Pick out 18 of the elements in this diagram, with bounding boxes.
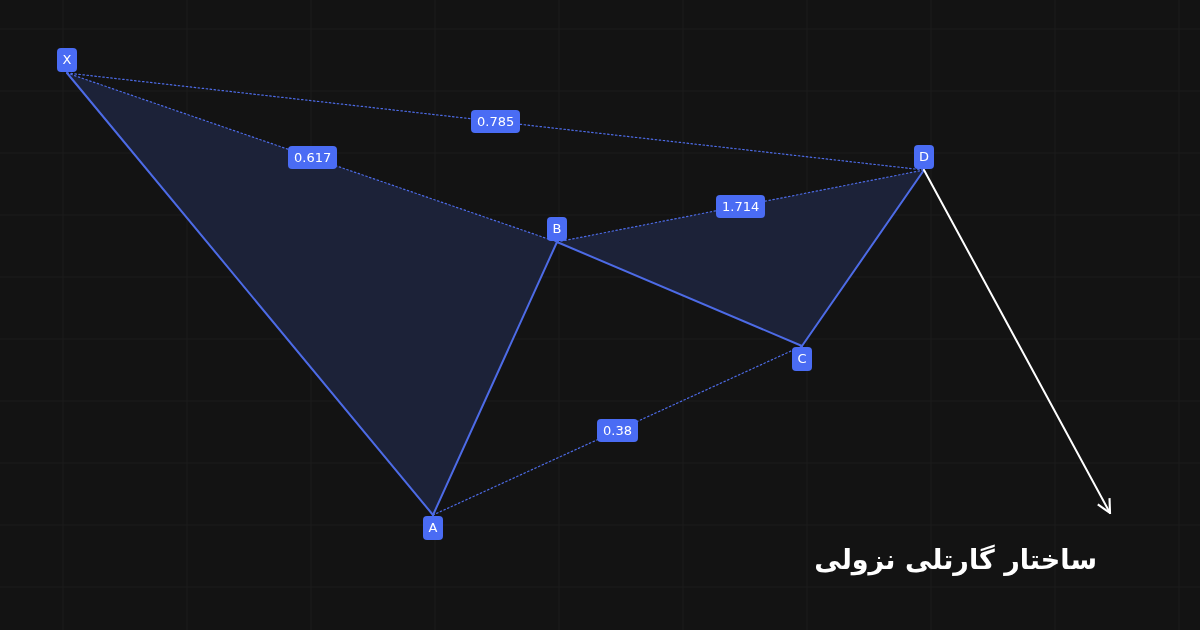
arrow — [923, 169, 1112, 515]
title: ساختار گارتلی نزولی — [814, 544, 1097, 575]
pattern-line — [432, 241, 558, 516]
point-label: X — [57, 48, 77, 72]
pattern-line — [801, 169, 925, 347]
point-label: B — [547, 217, 567, 241]
point-label: C — [792, 347, 812, 371]
edge-label: 0.38 — [597, 419, 638, 442]
point-label: A — [423, 516, 443, 540]
edge-label: 0.785 — [471, 110, 521, 133]
ratio-line — [432, 345, 803, 516]
pattern-line — [66, 72, 434, 516]
edge-label: 0.617 — [288, 146, 338, 169]
ratio-line — [66, 72, 925, 171]
pattern-line — [556, 241, 803, 347]
ratio-line — [556, 169, 925, 243]
point-label: D — [914, 145, 934, 169]
edge-label: 1.714 — [716, 195, 766, 218]
